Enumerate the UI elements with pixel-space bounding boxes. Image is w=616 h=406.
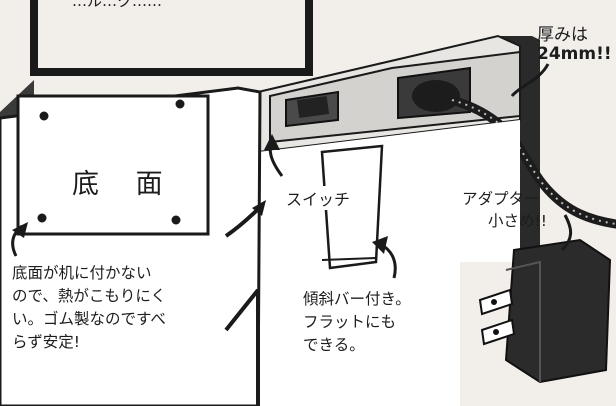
rubber-line4: らず安定! <box>12 333 80 351</box>
rubber-foot-tr <box>175 99 185 109</box>
tilt-line2: フラットにも <box>303 313 397 331</box>
thickness-line2: 24mm!! <box>537 44 612 64</box>
tilt-bar-callout: 傾斜バー付き。 フラットにも できる。 <box>303 288 411 357</box>
rubber-feet-callout: 底面が机に付かない ので、熱がこもりにく い。ゴム製なのですべ らず安定! <box>12 262 166 354</box>
bottom-plate <box>16 94 210 236</box>
rubber-foot-bl <box>37 213 47 223</box>
top-partial-text: …ル…ク…… <box>72 0 163 10</box>
adapter-box <box>504 238 612 384</box>
adapter-line2: 小さめ!! <box>488 212 547 230</box>
bottom-panel-title: 底 面 <box>72 169 177 200</box>
tilt-line1: 傾斜バー付き。 <box>303 290 411 308</box>
frame-corner <box>30 0 313 76</box>
thickness-callout: 厚みは 24mm!! <box>537 26 612 64</box>
rubber-line2: ので、熱がこもりにく <box>12 287 167 305</box>
adapter-line1: アダプター <box>462 190 540 208</box>
switch <box>296 95 330 119</box>
adapter-callout: アダプター 小さめ!! <box>462 188 547 232</box>
pointer-thickness <box>510 63 550 98</box>
tilt-bar <box>320 144 384 270</box>
thickness-line1: 厚みは <box>537 25 588 45</box>
panel-divider-2 <box>224 288 260 332</box>
pointer-adapter <box>560 214 573 252</box>
rubber-line3: い。ゴム製なのですべ <box>12 310 166 328</box>
tilt-line3: できる。 <box>303 336 365 354</box>
rubber-foot-br <box>171 215 181 225</box>
switch-label: スイッチ <box>285 186 352 210</box>
rubber-foot-tl <box>39 111 49 121</box>
rubber-line1: 底面が机に付かない <box>12 264 152 282</box>
power-plug <box>412 80 460 112</box>
